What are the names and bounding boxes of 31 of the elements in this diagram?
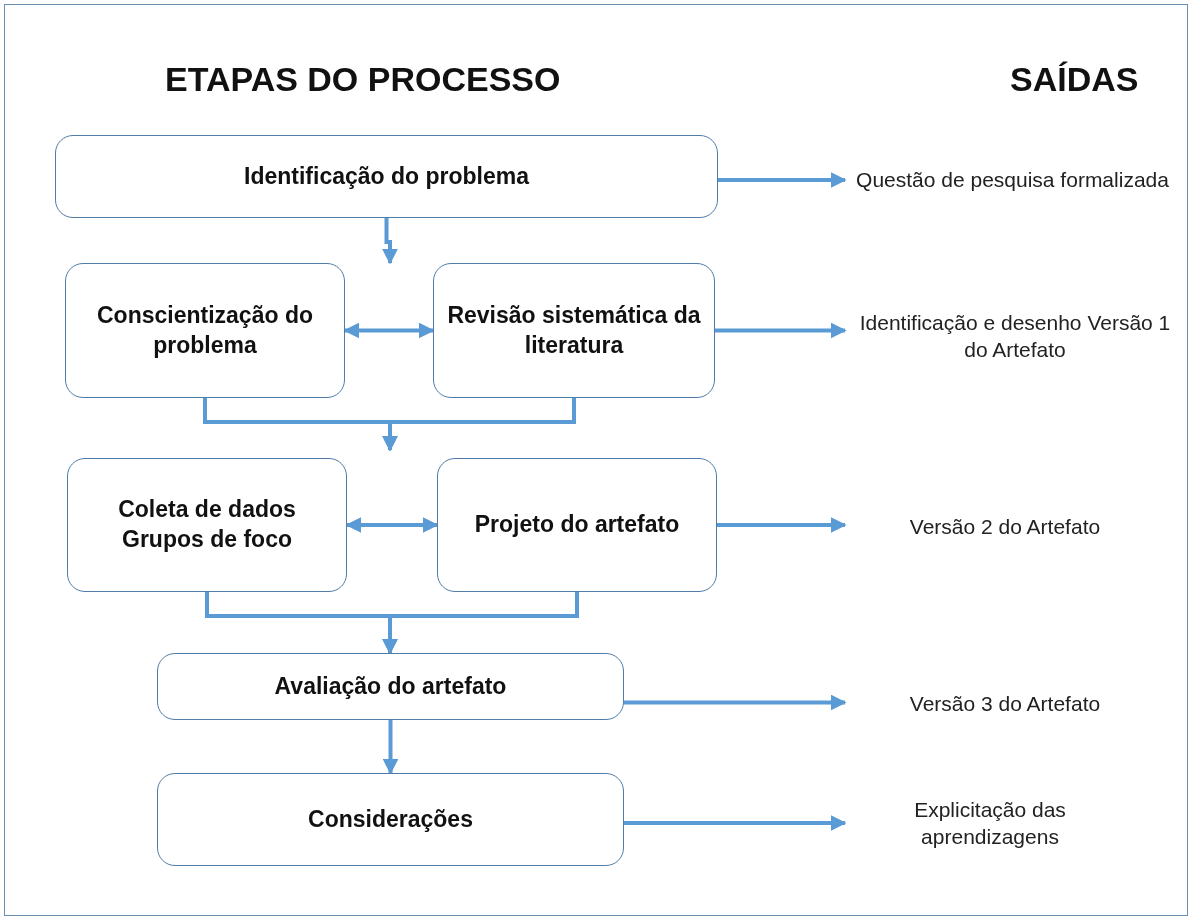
step-label: Considerações — [308, 804, 473, 834]
step-label: Conscientização do problema — [96, 300, 314, 360]
step-label: Revisão sistemática da literatura — [446, 300, 702, 360]
column-heading: SAÍDAS — [1010, 60, 1139, 99]
step-label: Identificação do problema — [244, 161, 529, 191]
arrow — [624, 694, 847, 711]
arrow — [382, 398, 576, 452]
arrow — [343, 322, 435, 339]
step-label: Projeto do artefato — [474, 510, 680, 540]
process-box — [67, 458, 347, 592]
column-heading: ETAPAS DO PROCESSO — [165, 60, 561, 99]
arrow — [717, 517, 847, 533]
output-text: Versão 3 do Artefato — [909, 691, 1101, 718]
arrow — [345, 517, 439, 533]
process-box — [55, 135, 718, 218]
process-box — [437, 458, 717, 592]
step-label: Coleta de dados Grupos de foco — [117, 495, 297, 554]
process-box — [65, 263, 345, 398]
process-box — [433, 263, 715, 398]
arrow — [624, 815, 847, 831]
process-box — [157, 773, 624, 866]
arrow — [715, 322, 847, 339]
output-text: Identificação e desenho Versão 1 do Artefato — [858, 309, 1172, 363]
output-text: Versão 2 do Artefato — [909, 514, 1101, 541]
arrow — [382, 218, 398, 265]
arrow — [718, 172, 847, 188]
output-text: Explicitação das aprendizagens — [913, 796, 1067, 850]
process-box — [157, 653, 624, 720]
arrow — [382, 720, 399, 775]
step-label: Avaliação do artefato — [274, 671, 507, 701]
output-text: Questão de pesquisa formalizada — [856, 167, 1169, 194]
